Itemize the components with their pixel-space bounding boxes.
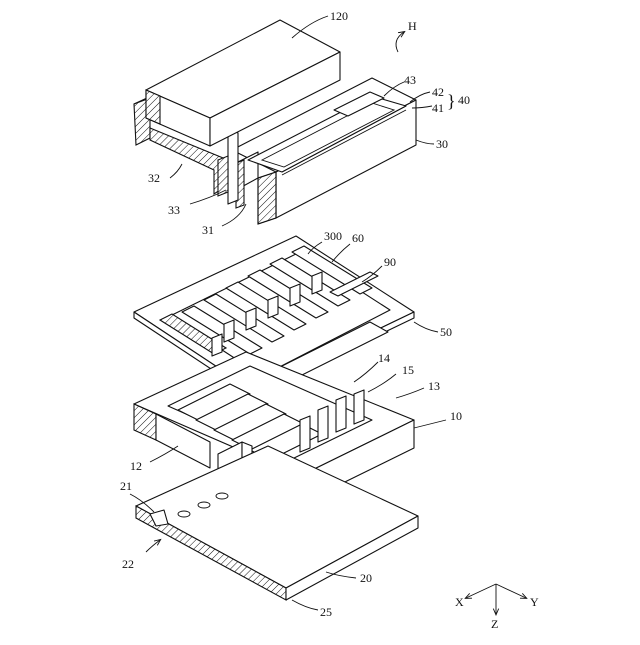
label-60: 60: [352, 231, 364, 245]
label-H: H: [408, 19, 417, 33]
substrate-20: [136, 446, 418, 600]
brace-40: }: [447, 91, 456, 111]
label-21: 21: [120, 479, 132, 493]
axis-x-label: X: [455, 595, 464, 609]
label-22: 22: [122, 557, 134, 571]
label-25: 25: [320, 605, 332, 619]
label-120: 120: [330, 9, 348, 23]
label-300: 300: [324, 229, 342, 243]
label-31: 31: [202, 223, 214, 237]
label-40: 40: [458, 93, 470, 107]
label-15: 15: [402, 363, 414, 377]
label-32: 32: [148, 171, 160, 185]
label-50: 50: [440, 325, 452, 339]
label-13: 13: [428, 379, 440, 393]
label-90: 90: [384, 255, 396, 269]
label-43: 43: [404, 73, 416, 87]
label-30: 30: [436, 137, 448, 151]
top-assembly: [134, 20, 416, 224]
label-41: 41: [432, 101, 444, 115]
axes-indicator: X Y Z: [455, 584, 539, 631]
label-10: 10: [450, 409, 462, 423]
axis-z-label: Z: [491, 617, 498, 631]
label-42: 42: [432, 85, 444, 99]
label-12: 12: [130, 459, 142, 473]
label-14: 14: [378, 351, 390, 365]
label-20: 20: [360, 571, 372, 585]
label-33: 33: [168, 203, 180, 217]
axis-y-label: Y: [530, 595, 539, 609]
